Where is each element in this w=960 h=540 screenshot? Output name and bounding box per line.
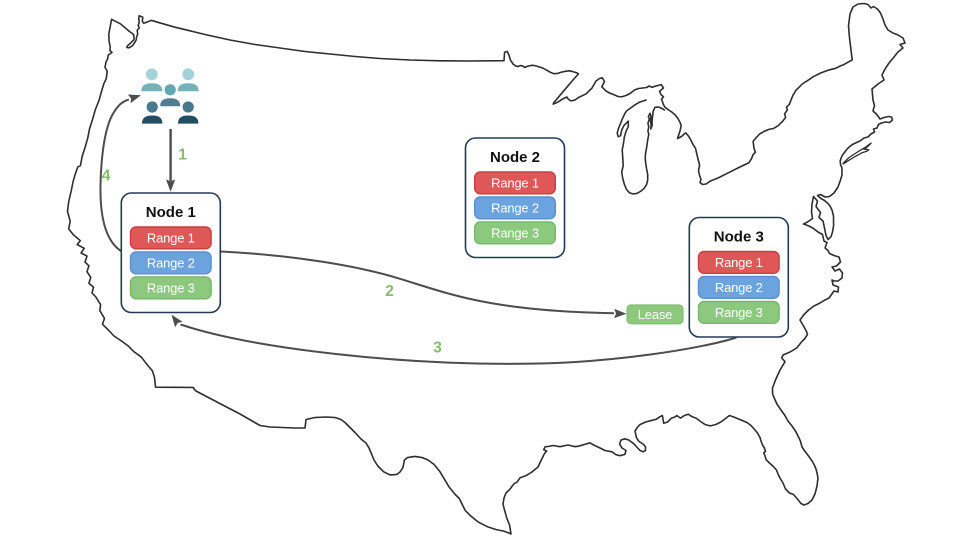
svg-text:Range 3: Range 3 [147, 280, 195, 295]
svg-text:4: 4 [102, 168, 111, 185]
svg-text:Range 1: Range 1 [147, 230, 195, 245]
svg-text:Range 2: Range 2 [147, 255, 195, 270]
svg-text:Node 3: Node 3 [714, 229, 764, 246]
svg-text:Node 1: Node 1 [146, 204, 196, 221]
svg-text:Range 1: Range 1 [491, 175, 539, 190]
svg-text:Range 3: Range 3 [491, 225, 539, 240]
svg-text:Lease: Lease [638, 307, 672, 322]
svg-text:3: 3 [433, 339, 442, 356]
svg-text:Range 1: Range 1 [715, 255, 763, 270]
svg-text:Range 2: Range 2 [715, 280, 763, 295]
svg-text:Range 3: Range 3 [715, 305, 763, 320]
svg-text:1: 1 [178, 147, 187, 164]
svg-text:Range 2: Range 2 [491, 200, 539, 215]
svg-text:2: 2 [385, 283, 394, 300]
svg-text:Node 2: Node 2 [490, 149, 540, 166]
